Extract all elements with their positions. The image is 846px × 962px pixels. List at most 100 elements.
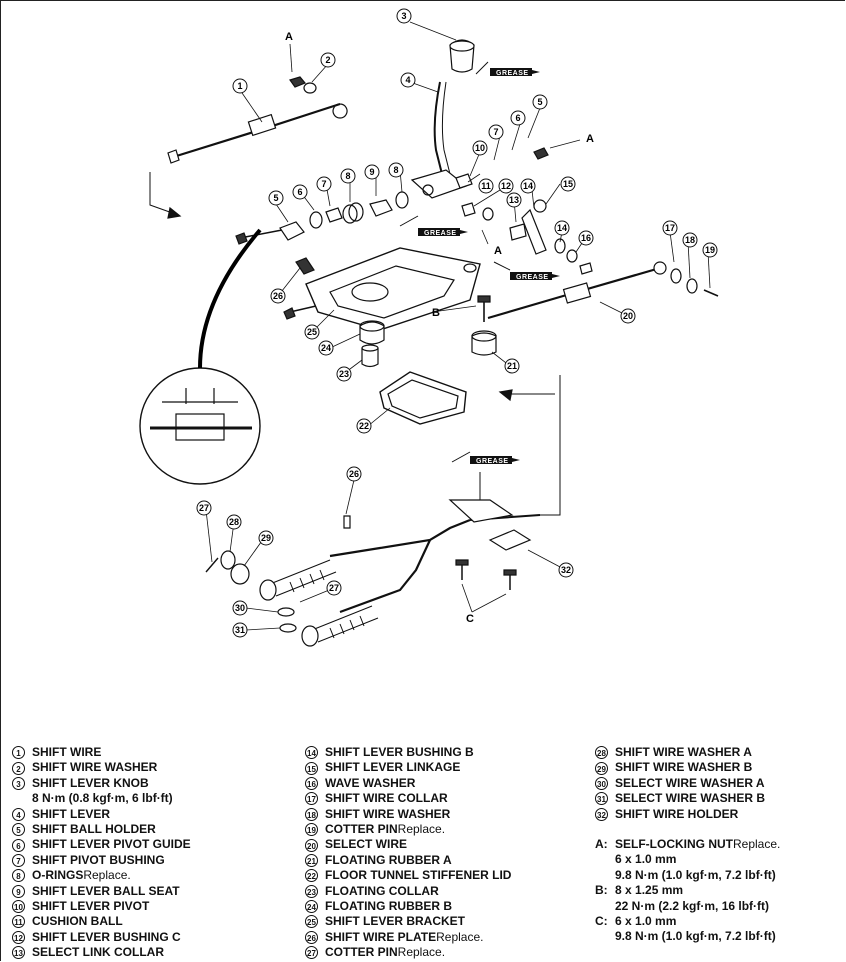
legend-item: 13 SELECT LINK COLLAR (12, 945, 191, 960)
legend-number-badge: 32 (595, 807, 608, 821)
callout-27: 27 (196, 500, 212, 516)
fastener-label: 9.8 N·m (1.0 kgf·m, 7.2 lbf·ft) (615, 867, 776, 882)
svg-text:14: 14 (557, 223, 567, 233)
callout-16: 16 (578, 230, 594, 246)
fastener-spec-line: 9.8 N·m (1.0 kgf·m, 7.2 lbf·ft) (595, 929, 780, 944)
svg-text:22: 22 (359, 421, 369, 431)
svg-text:4: 4 (405, 75, 410, 85)
legend-number-badge: 7 (12, 853, 25, 867)
svg-text:27: 27 (199, 503, 209, 513)
legend-label: SHIFT LEVER (32, 806, 111, 821)
callout-15: 15 (560, 176, 576, 192)
legend-number-badge: 13 (12, 946, 25, 960)
fastener-spec-line: 9.8 N·m (1.0 kgf·m, 7.2 lbf·ft) (595, 868, 780, 883)
svg-text:8: 8 (393, 165, 398, 175)
legend-label: SHIFT WIRE WASHER A (615, 745, 752, 759)
callout-1: 1 (232, 78, 248, 94)
svg-text:9: 9 (369, 167, 374, 177)
callout-5: 5 (268, 190, 284, 206)
svg-text:GREASE: GREASE (496, 70, 529, 77)
callout-23: 23 (336, 366, 352, 382)
shift-lever-bracket-part (283, 247, 481, 331)
svg-text:7: 7 (493, 127, 498, 137)
callout-11: 11 (478, 178, 494, 194)
legend-item: 4 SHIFT LEVER (12, 807, 191, 822)
legend-number-badge: 14 (305, 746, 318, 760)
callout-17: 17 (662, 220, 678, 236)
callout-22: 22 (356, 418, 372, 434)
callout-21: 21 (504, 358, 520, 374)
svg-text:GREASE: GREASE (476, 458, 509, 465)
legend-number-badge: 26 (305, 930, 318, 944)
svg-text:31: 31 (235, 625, 245, 635)
leader-lines (205, 21, 711, 631)
fastener-key: B: (595, 883, 608, 898)
grease-tag: GREASE (475, 61, 540, 77)
legend-number-badge: 22 (305, 869, 318, 883)
fastener-note: Replace. (733, 836, 781, 851)
legend-label: FLOATING COLLAR (325, 883, 439, 898)
legend-label: SHIFT LEVER BALL SEAT (32, 883, 180, 898)
legend-item: 8 N·m (0.8 kgf·m, 6 lbf·ft) (12, 791, 191, 806)
callout-18: 18 (682, 232, 698, 248)
fastener-key: A: (595, 836, 608, 851)
svg-text:8: 8 (345, 171, 350, 181)
legend-label: SHIFT WIRE WASHER (325, 806, 451, 821)
legend-number-badge: 2 (12, 761, 25, 775)
fastener-spec-line: A:SELF-LOCKING NUT Replace. (595, 837, 780, 852)
callout-5: 5 (532, 94, 548, 110)
legend-label: SELECT LINK COLLAR (32, 945, 164, 960)
legend-item: 23 FLOATING COLLAR (305, 884, 511, 899)
legend-number-badge: 19 (305, 823, 318, 837)
grease-tag: GREASE (399, 215, 468, 237)
callout-26: 26 (270, 288, 286, 304)
legend-number-badge: 30 (595, 776, 608, 790)
legend-label: SHIFT WIRE COLLAR (325, 791, 448, 806)
legend-label: SHIFT LEVER LINKAGE (325, 760, 461, 775)
svg-text:14: 14 (523, 181, 533, 191)
callout-19: 19 (702, 242, 718, 258)
legend-label: SHIFT LEVER PIVOT GUIDE (32, 837, 191, 852)
select-wire-part (487, 261, 719, 320)
callout-10: 10 (472, 140, 488, 156)
legend-number-badge: 4 (12, 807, 25, 821)
callout-8: 8 (388, 162, 404, 178)
svg-text:6: 6 (515, 113, 520, 123)
fastener-letter-a: A (285, 31, 293, 43)
legend-label: FLOATING RUBBER A (325, 852, 452, 867)
callout-24: 24 (318, 340, 334, 356)
legend-number-badge: 23 (305, 884, 318, 898)
legend-number-badge: 31 (595, 792, 608, 806)
callout-20: 20 (620, 308, 636, 324)
grease-tags: GREASE GREASE GREASE GREASE (399, 61, 560, 465)
legend-number-badge: 12 (12, 930, 25, 944)
svg-text:12: 12 (501, 181, 511, 191)
legend-label: SHIFT WIRE WASHER B (615, 760, 753, 775)
legend-label: SHIFT WIRE (32, 745, 102, 759)
legend-note: Replace. (436, 929, 484, 944)
callout-31: 31 (232, 622, 248, 638)
svg-text:13: 13 (509, 195, 519, 205)
